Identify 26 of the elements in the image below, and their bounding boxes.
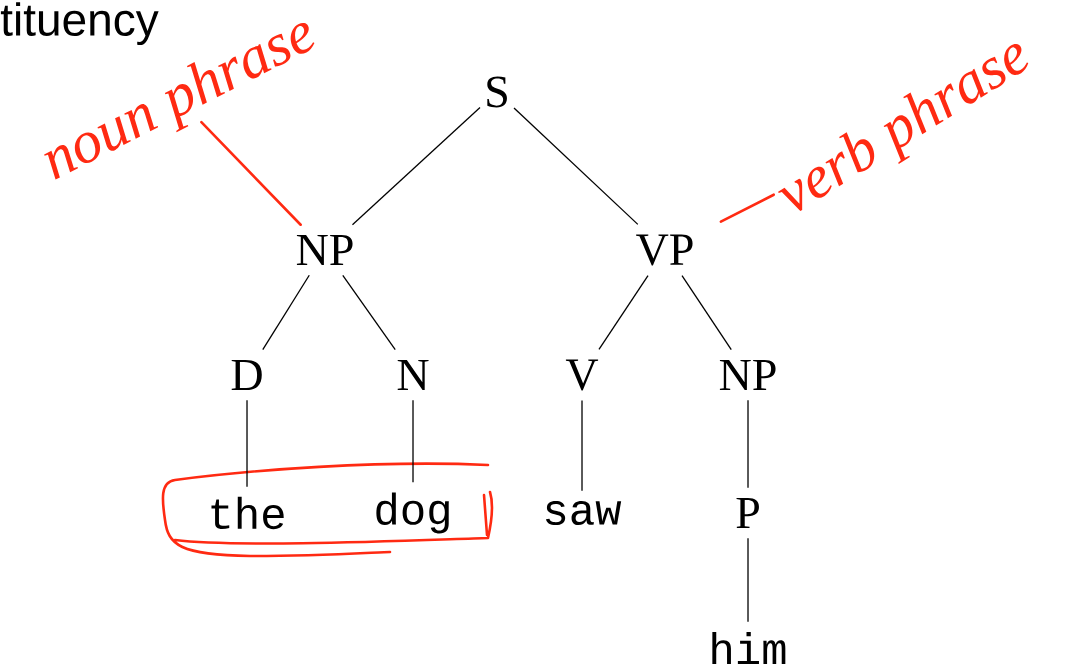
- word-label: the: [211, 496, 284, 530]
- tree-branch: [581, 399, 583, 492]
- category-label: NP: [296, 234, 353, 266]
- word-label: dog: [376, 492, 449, 534]
- category-label: S: [487, 76, 507, 108]
- tree-branch: [351, 106, 481, 226]
- leader-line: [200, 120, 302, 227]
- category-label: V: [565, 359, 599, 391]
- tree-branch: [246, 399, 248, 488]
- tree-branch: [342, 274, 396, 351]
- tree-branch: [747, 399, 749, 489]
- tree-branch: [747, 537, 749, 623]
- word-label: him: [712, 632, 786, 664]
- category-label: P: [736, 497, 759, 529]
- tree-branch: [262, 274, 310, 351]
- category-label: NP: [719, 359, 776, 391]
- leader-line: [719, 193, 776, 223]
- tree-branch: [412, 399, 414, 483]
- tree-branch: [513, 107, 639, 226]
- tree-branch: [598, 274, 649, 351]
- category-label: N: [397, 359, 429, 391]
- tree-branch: [681, 274, 732, 351]
- category-label: VP: [636, 234, 693, 266]
- word-label: saw: [546, 500, 622, 526]
- category-label: D: [231, 359, 262, 391]
- title: tituency: [0, 2, 159, 46]
